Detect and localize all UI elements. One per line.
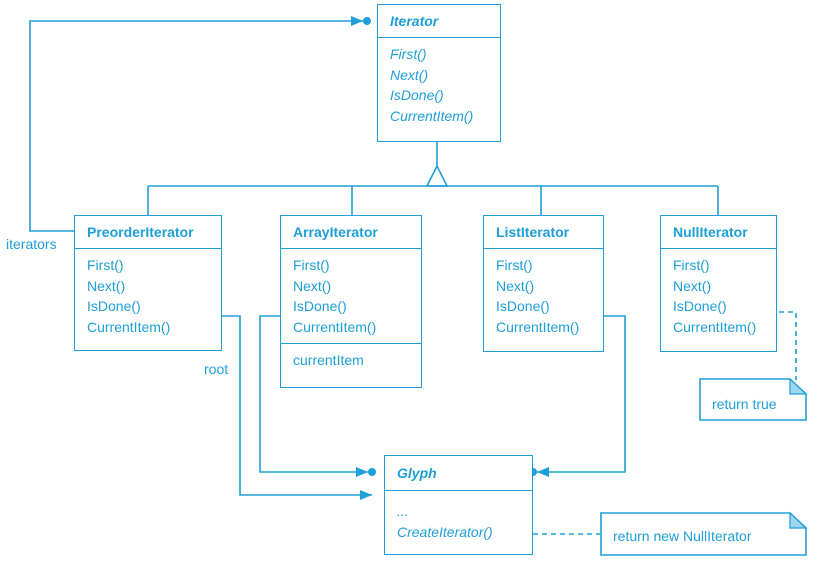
array-glyph-association [259,315,372,473]
iterators-label: iterators [6,236,57,252]
operation: IsDone() [293,298,347,314]
operation: IsDone() [673,298,727,314]
operation: Next() [673,277,712,294]
iterators-association [29,20,367,232]
operation: First() [673,257,710,273]
class-name: ListIterator [484,216,603,249]
list-glyph-association [533,315,626,473]
operation: Next() [390,66,429,83]
note-return-true-box [699,378,807,421]
root-association [222,315,372,496]
class-name: NullIterator [661,216,776,249]
operation: First() [496,257,533,273]
array-glyph-arrowhead [356,467,368,477]
operation: First() [390,46,427,62]
note-return-null-fold [789,511,808,529]
operation: ... [397,503,409,519]
attribute: currentItem [293,352,364,368]
operation: CurrentItem() [496,318,580,335]
inheritance-triangle [425,164,449,187]
root-arrowhead [360,490,372,500]
class-name: Glyph [385,456,532,491]
operation: First() [87,257,124,273]
null-iterator-class: NullIterator First() Next() IsDone() Cur… [660,215,777,352]
operations-list: First() Next() IsDone() CurrentItem() [484,249,603,341]
class-name: Iterator [378,5,500,38]
operation: CurrentItem() [390,107,474,124]
iterators-endpoint-dot [363,17,371,25]
operation: First() [293,257,330,273]
operation: CurrentItem() [673,318,757,335]
note-return-null-box [600,512,807,556]
class-name: PreorderIterator [75,216,221,249]
list-glyph-arrowhead [537,467,549,477]
glyph-class: Glyph ... CreateIterator() [384,455,533,555]
operation: Next() [293,277,332,294]
operations-list: First() Next() IsDone() CurrentItem() [661,249,776,341]
operations-list: First() Next() IsDone() CurrentItem() [281,249,421,343]
array-glyph-dot [368,468,376,476]
operations-list: First() Next() IsDone() CurrentItem() [75,249,221,341]
list-iterator-class: ListIterator First() Next() IsDone() Cur… [483,215,604,352]
array-iterator-class: ArrayIterator First() Next() IsDone() Cu… [280,215,422,388]
operation: CreateIterator() [397,523,493,540]
operation: IsDone() [390,87,444,103]
preorder-iterator-class: PreorderIterator First() Next() IsDone()… [74,215,222,351]
operation: Next() [87,277,126,294]
note-return-true: return true [712,396,777,412]
attributes-list: currentItem [281,343,421,374]
root-label: root [204,361,229,377]
operations-list: First() Next() IsDone() CurrentItem() [378,38,500,130]
operation: IsDone() [87,298,141,314]
iterators-arrowhead [351,16,363,26]
operation: CurrentItem() [293,318,377,335]
class-name: ArrayIterator [281,216,421,249]
operation: CurrentItem() [87,318,171,335]
iterator-class: Iterator First() Next() IsDone() Current… [377,4,501,142]
note-return-true-fold [789,377,808,395]
operation: Next() [496,277,535,294]
operation: IsDone() [496,298,550,314]
note-return-null: return new NullIterator [613,528,752,544]
operations-list: ... CreateIterator() [385,491,532,546]
